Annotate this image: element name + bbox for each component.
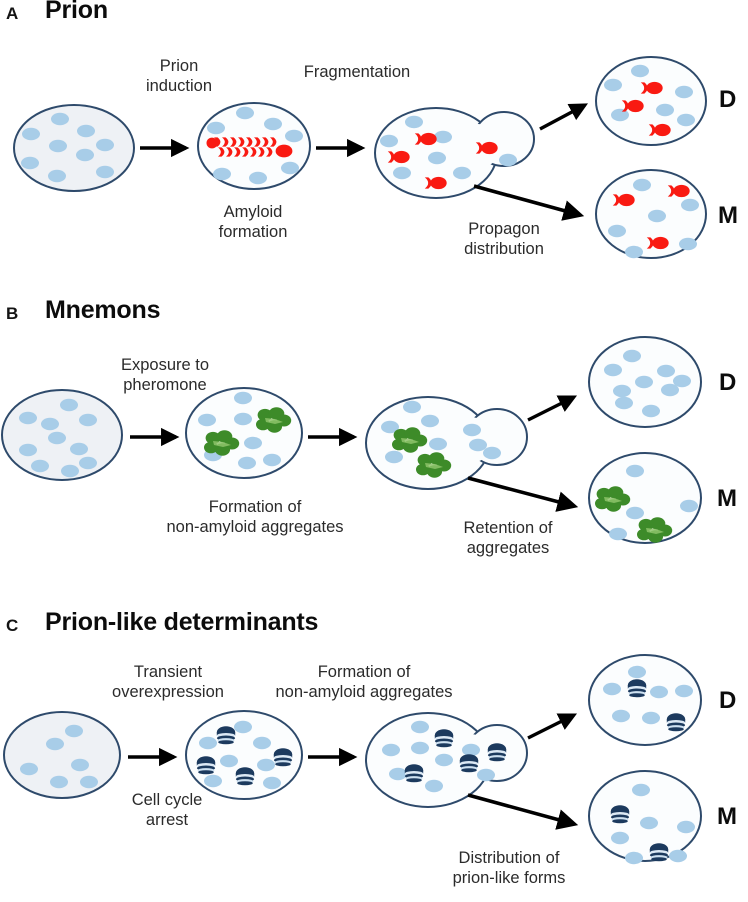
cell-mother-b xyxy=(588,452,702,544)
panel-b-fate-mother: M xyxy=(717,485,737,512)
panel-a-fate-daughter: D xyxy=(719,86,737,113)
cell-budding-a xyxy=(374,107,535,199)
panel-b-title: Mnemons xyxy=(45,296,161,324)
arrow-to-daughter-c xyxy=(527,713,578,740)
arrow-to-mother-a xyxy=(473,184,585,221)
label-formation-non-amyloid-aggregates-b: Formation of non-amyloid aggregates xyxy=(166,498,344,536)
label-transient-overexpression: Transient overexpression xyxy=(112,663,224,701)
label-exposure-to-pheromone: Exposure to pheromone xyxy=(120,356,210,394)
label-propagon-distribution: Propagon distribution xyxy=(464,220,544,258)
panel-a-fate-mother: M xyxy=(718,202,738,229)
panel-b-fate-daughter: D xyxy=(719,369,737,396)
cell-naive-a xyxy=(13,104,135,192)
cell-daughter-a xyxy=(595,56,707,146)
label-cell-cycle-arrest: Cell cycle arrest xyxy=(131,791,203,829)
panel-c-graphics xyxy=(3,654,702,865)
panel-c-title: Prion-like determinants xyxy=(45,608,319,636)
arrow-to-daughter-a xyxy=(539,103,588,131)
cell-mother-a xyxy=(595,169,707,259)
panel-a-graphics xyxy=(13,56,707,259)
panel-b-graphics xyxy=(1,336,702,544)
panel-b-letter: B xyxy=(6,304,19,323)
cell-naive-b xyxy=(1,389,123,481)
cell-aggregated-c xyxy=(185,710,303,800)
label-amyloid-formation: Amyloid formation xyxy=(218,203,288,241)
cell-daughter-c xyxy=(588,654,702,746)
panel-a-title: Prion xyxy=(45,0,108,24)
panel-c-fate-mother: M xyxy=(717,803,737,830)
panel-a-letter: A xyxy=(6,4,19,23)
panel-c-letter: C xyxy=(6,616,19,635)
arrow-to-mother-c xyxy=(467,793,579,830)
amyloid-fibril xyxy=(206,137,293,158)
cell-budding-b xyxy=(365,396,528,490)
cell-amyloid-a xyxy=(197,102,311,190)
cell-daughter-b xyxy=(588,336,702,428)
arrow-to-mother-b xyxy=(467,476,579,512)
label-formation-non-amyloid-aggregates-c: Formation of non-amyloid aggregates xyxy=(275,663,453,701)
cell-mnemon-formed-b xyxy=(185,387,303,479)
arrow-to-daughter-b xyxy=(527,395,578,422)
panel-b: B Mnemons Exposure to pheromone Formatio… xyxy=(0,292,748,600)
cell-naive-c xyxy=(3,711,121,799)
cell-budding-c xyxy=(365,712,528,808)
label-fragmentation: Fragmentation xyxy=(303,63,411,81)
cell-mother-c xyxy=(588,770,702,865)
panel-c-fate-daughter: D xyxy=(719,687,737,714)
label-prion-induction: Prion induction xyxy=(145,57,213,95)
panel-a: A Prion Prion induction Amyloid formatio… xyxy=(0,0,748,292)
label-retention-of-aggregates: Retention of aggregates xyxy=(463,519,553,557)
panel-c: C Prion-like determinants Transient over… xyxy=(0,600,748,902)
label-distribution-prion-like-forms: Distribution of prion-like forms xyxy=(452,849,566,887)
